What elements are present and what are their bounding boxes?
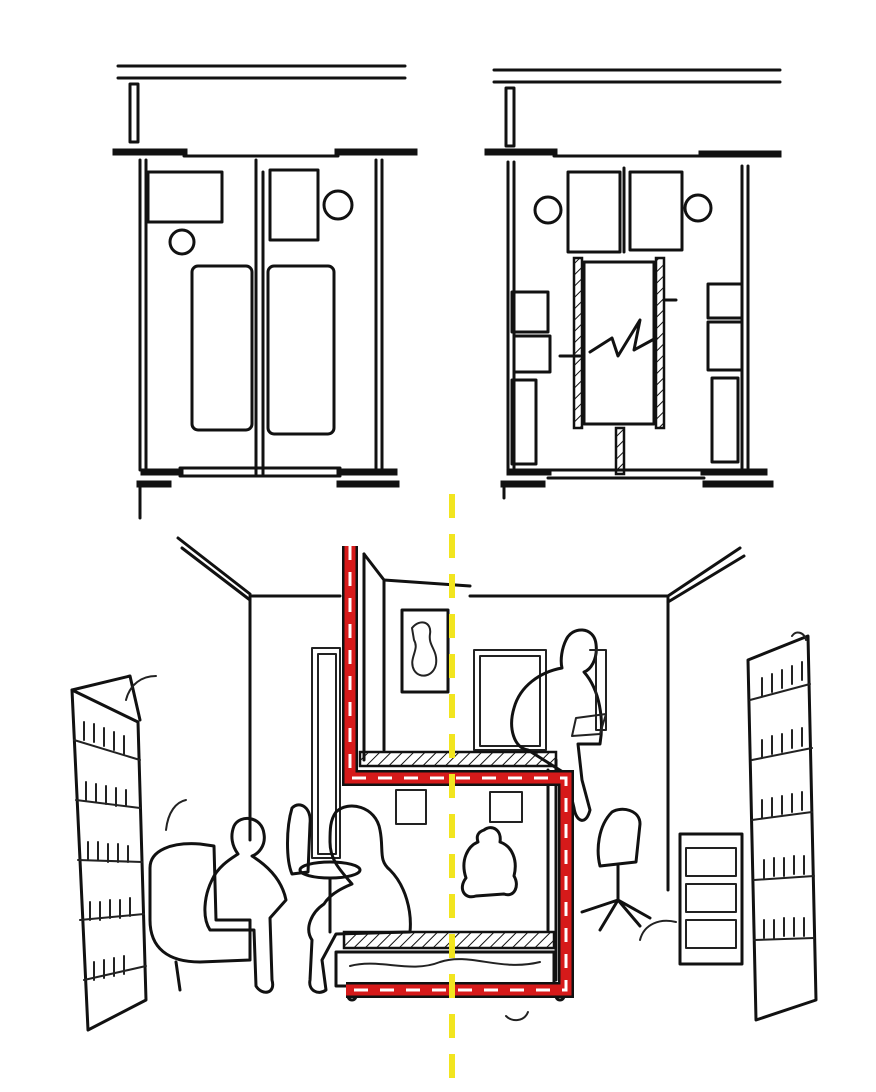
cabinet-right	[678, 832, 744, 966]
teddy-toy	[460, 826, 518, 899]
poster	[400, 608, 450, 694]
shelf-l3	[510, 378, 538, 466]
loft-deck	[358, 750, 558, 768]
desk-right	[268, 168, 320, 242]
armchair	[148, 842, 252, 964]
person-seated-1	[203, 817, 288, 994]
loft-bunk	[582, 260, 656, 426]
shelf-r1	[706, 282, 744, 320]
back-door-left	[311, 647, 341, 859]
person-seated-2	[307, 804, 412, 994]
desk-left-2	[566, 170, 622, 254]
interior-perspective	[70, 536, 818, 1032]
desk-left	[146, 170, 224, 224]
chair-left-2	[533, 195, 563, 225]
chair-right-2	[683, 193, 713, 223]
desk-right-2	[628, 170, 684, 252]
bed-left	[190, 264, 254, 432]
section-cut-path	[342, 546, 574, 998]
shelf-r3	[710, 376, 740, 464]
bookcase-left	[70, 674, 148, 1032]
chair-right	[322, 189, 354, 221]
shelf-l1	[510, 290, 550, 334]
chair-left	[168, 228, 196, 256]
shelf-l2	[512, 334, 552, 374]
bookcase-right	[746, 634, 818, 1022]
back-door-right	[473, 649, 547, 751]
bed-right	[266, 264, 336, 436]
shelf-r2	[706, 320, 744, 372]
office-chair-right	[596, 807, 642, 868]
plan-before	[112, 64, 418, 520]
plan-after	[484, 68, 782, 500]
office-chair-back	[286, 803, 312, 876]
